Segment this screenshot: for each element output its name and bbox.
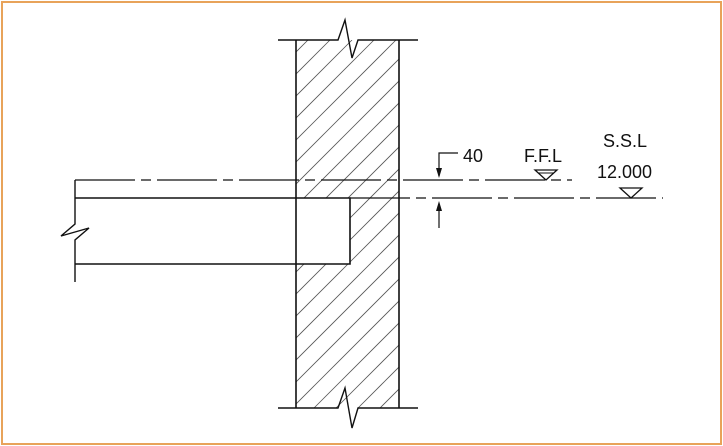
- slab-outline: [75, 197, 351, 265]
- top-break-line: [278, 17, 418, 59]
- hatch-line: [296, 212, 399, 317]
- hatch-line: [296, 40, 397, 141]
- hatch-line: [512, 40, 723, 408]
- dimension-label: 40: [463, 146, 483, 166]
- hatch-line: [296, 102, 399, 207]
- hatch-line: [534, 40, 723, 408]
- hatch-line: [446, 40, 723, 408]
- dimension-marker: [436, 152, 458, 228]
- hatch-line: [424, 40, 723, 408]
- wall-hatching: [0, 40, 723, 408]
- hatch-line: [402, 40, 723, 408]
- hatch-line: [296, 190, 399, 295]
- hatch-line: [0, 40, 286, 408]
- hatch-line: [666, 40, 723, 408]
- ssl-label: S.S.L: [603, 131, 647, 151]
- hatch-line: [296, 40, 309, 53]
- hatch-line: [357, 366, 399, 408]
- hatch-line: [296, 300, 399, 405]
- hatch-line: [296, 40, 375, 119]
- hatch-line: [688, 40, 723, 408]
- ffl-triangle-icon: [533, 169, 559, 181]
- hatch-line: [578, 40, 723, 408]
- hatch-line: [313, 322, 399, 408]
- hatch-line: [296, 40, 331, 75]
- hatch-line: [296, 58, 399, 163]
- hatch-line: [490, 40, 723, 408]
- hatch-line: [296, 256, 399, 361]
- hatch-line: [0, 40, 264, 408]
- slab-wall-overlap: [296, 198, 350, 264]
- ssl-triangle-icon: [618, 187, 644, 199]
- hatch-line: [296, 234, 399, 339]
- hatch-line: [468, 40, 723, 408]
- ssl-value: 12.000: [597, 162, 652, 182]
- ffl-label: F.F.L: [524, 146, 562, 166]
- hatch-line: [335, 344, 399, 408]
- hatch-line: [296, 80, 399, 185]
- hatch-line: [644, 40, 723, 408]
- hatch-line: [296, 278, 399, 383]
- hatch-line: [622, 40, 723, 408]
- hatch-line: [379, 388, 399, 408]
- hatch-line: [556, 40, 723, 408]
- hatch-line: [600, 40, 723, 408]
- slab-break-line: [60, 180, 90, 282]
- bottom-break-line: [278, 385, 418, 429]
